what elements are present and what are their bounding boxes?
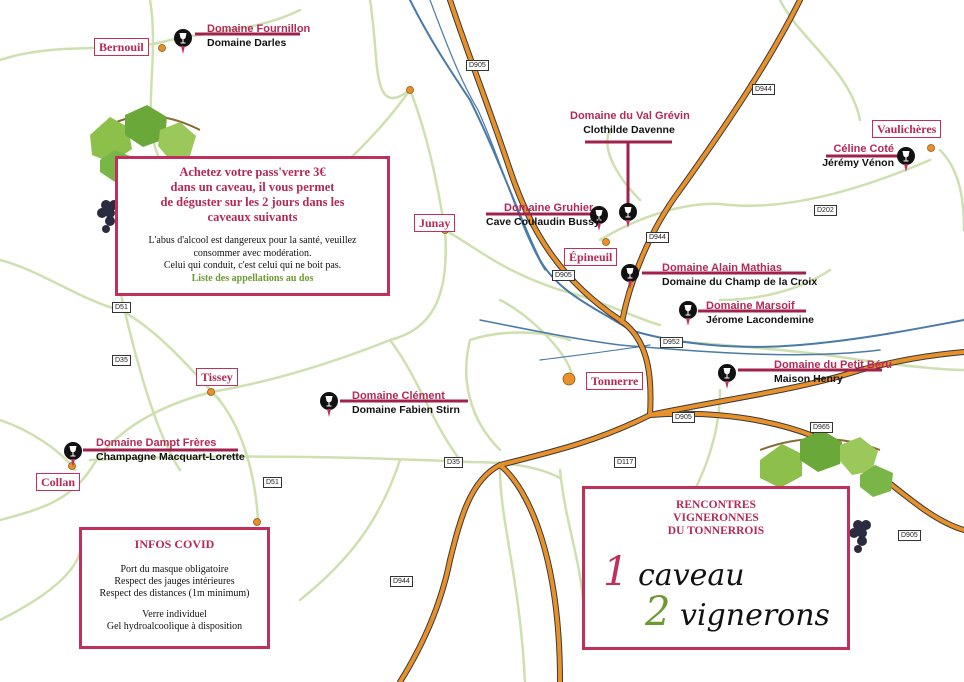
domaine-host: Clothilde Davenne — [583, 124, 675, 136]
slogan-line-1: 1 caveau — [603, 549, 745, 595]
domaine-host: Domaine du Champ de la Croix — [662, 276, 818, 288]
wine-pin-icon — [679, 301, 697, 326]
road-label: D905 — [672, 412, 695, 423]
covid-info-box: INFOS COVID Port du masque obligatoire R… — [79, 527, 270, 649]
domaine-name: Domaine Dampt Frères — [96, 437, 217, 449]
domaine-host: Maison Henry — [774, 373, 843, 385]
road-label: D51 — [112, 302, 131, 313]
covid-title: INFOS COVID — [134, 537, 215, 551]
title-line: RENCONTRES — [676, 499, 756, 511]
alcohol-warning: L'abus d'alcool est dangereux pour la sa… — [148, 235, 357, 246]
domaine-alain-mathias: Domaine Alain Mathias Domaine du Champ d… — [662, 261, 817, 289]
wine-pin-icon — [718, 364, 736, 389]
covid-rule: Respect des distances (1m minimum) — [99, 588, 250, 599]
pass-line: de déguster sur les 2 jours dans les — [160, 195, 345, 209]
road-label: D51 — [263, 477, 282, 488]
wine-pin-icon — [320, 392, 338, 417]
covid-rule: Port du masque obligatoire — [120, 564, 229, 575]
covid-rule: Gel hydroalcoolique à disposition — [106, 621, 243, 632]
road-label: D965 — [810, 422, 833, 433]
town-bernouil: Bernouil — [94, 38, 149, 56]
wine-pin-icon — [619, 203, 637, 228]
domaine-host: Domaine Darles — [207, 37, 287, 49]
road-label: D905 — [898, 530, 921, 541]
covid-rule: Verre individuel — [142, 609, 207, 620]
appellations-link: Liste des appellations au dos — [191, 272, 314, 284]
pass-verre-box: Achetez votre pass'verre 3€ dans un cave… — [115, 156, 390, 296]
wine-pin-icon — [174, 29, 192, 54]
domaine-dampt-freres: Domaine Dampt Frères Champagne Macquart-… — [96, 436, 245, 464]
road-label: D944 — [752, 84, 775, 95]
road-label: D952 — [660, 337, 683, 348]
domaine-petit-beru: Domaine du Petit Béru Maison Henry — [774, 358, 892, 386]
title-line: VIGNERONNES — [673, 512, 759, 524]
town-epineuil: Épineuil — [564, 248, 618, 266]
domaine-fournillon: Domaine Fournillon Domaine Darles — [207, 22, 310, 50]
domaine-name: Domaine Marsoif — [706, 300, 795, 312]
road-label: D944 — [390, 576, 413, 587]
domaine-celine-cote: Céline Coté Jérémy Vénon — [800, 142, 894, 170]
domaine-name: Domaine du Petit Béru — [774, 359, 892, 371]
road-label: D117 — [614, 457, 637, 468]
alcohol-warning: consommer avec modération. — [193, 247, 312, 259]
town-tissey: Tissey — [196, 368, 238, 386]
road-label: D905 — [552, 270, 575, 281]
pass-line: dans un caveau, il vous permet — [170, 180, 335, 194]
pass-line: caveaux suivants — [207, 210, 298, 224]
domaine-host: Jérémy Vénon — [822, 157, 894, 169]
slogan-word: caveau — [638, 558, 745, 593]
road-label: D35 — [112, 355, 131, 366]
road-label: D944 — [646, 232, 669, 243]
wine-pin-icon — [897, 147, 915, 172]
wine-pin-icon — [590, 206, 608, 231]
domaine-host: Domaine Fabien Stirn — [352, 404, 460, 416]
slogan-number: 2 — [645, 589, 671, 635]
domaine-name: Céline Coté — [833, 143, 894, 155]
rencontres-vigneronnes-box: RENCONTRES VIGNERONNES DU TONNERROIS 1 c… — [582, 486, 850, 650]
domaine-name: Domaine Gruhier — [504, 202, 594, 214]
domaine-name: Domaine Fournillon — [207, 23, 311, 35]
domaine-gruhier: Domaine Gruhier Cave Coulaudin Bussy — [486, 201, 600, 229]
town-vaulicheres: Vaulichères — [872, 120, 942, 138]
rencontres-title: RENCONTRES VIGNERONNES DU TONNERROIS — [585, 499, 847, 538]
title-line: DU TONNERROIS — [667, 525, 765, 537]
domaine-clement: Domaine Clément Domaine Fabien Stirn — [352, 389, 460, 417]
slogan-number: 1 — [603, 549, 629, 595]
domaine-val-grevin: Domaine du Val Grévin Clothilde Davenne — [570, 109, 690, 137]
domaine-host: Champagne Macquart-Lorette — [96, 451, 245, 463]
domaine-name: Domaine Alain Mathias — [662, 262, 783, 274]
wine-pin-icon — [621, 264, 639, 289]
alcohol-warning: Celui qui conduit, c'est celui qui ne bo… — [163, 260, 342, 271]
road-label: D35 — [444, 457, 463, 468]
wine-pin-icon — [64, 442, 82, 467]
town-collan: Collan — [36, 473, 81, 491]
domaine-name: Domaine du Val Grévin — [570, 110, 690, 122]
domaine-host: Jérome Lacondemine — [706, 314, 814, 326]
domaine-host: Cave Coulaudin Bussy — [486, 216, 600, 228]
town-tonnerre: Tonnerre — [586, 372, 644, 390]
town-junay: Junay — [414, 214, 456, 232]
slogan-line-2: 2 vignerons — [645, 589, 830, 635]
slogan-word: vignerons — [680, 598, 830, 633]
covid-rule: Respect des jauges intérieures — [114, 576, 235, 587]
domaine-name: Domaine Clément — [352, 390, 445, 402]
road-label: D905 — [466, 60, 489, 71]
domaine-marsoif: Domaine Marsoif Jérome Lacondemine — [706, 299, 814, 327]
road-label: D202 — [814, 205, 837, 216]
pass-line: Achetez votre pass'verre 3€ — [179, 165, 326, 179]
